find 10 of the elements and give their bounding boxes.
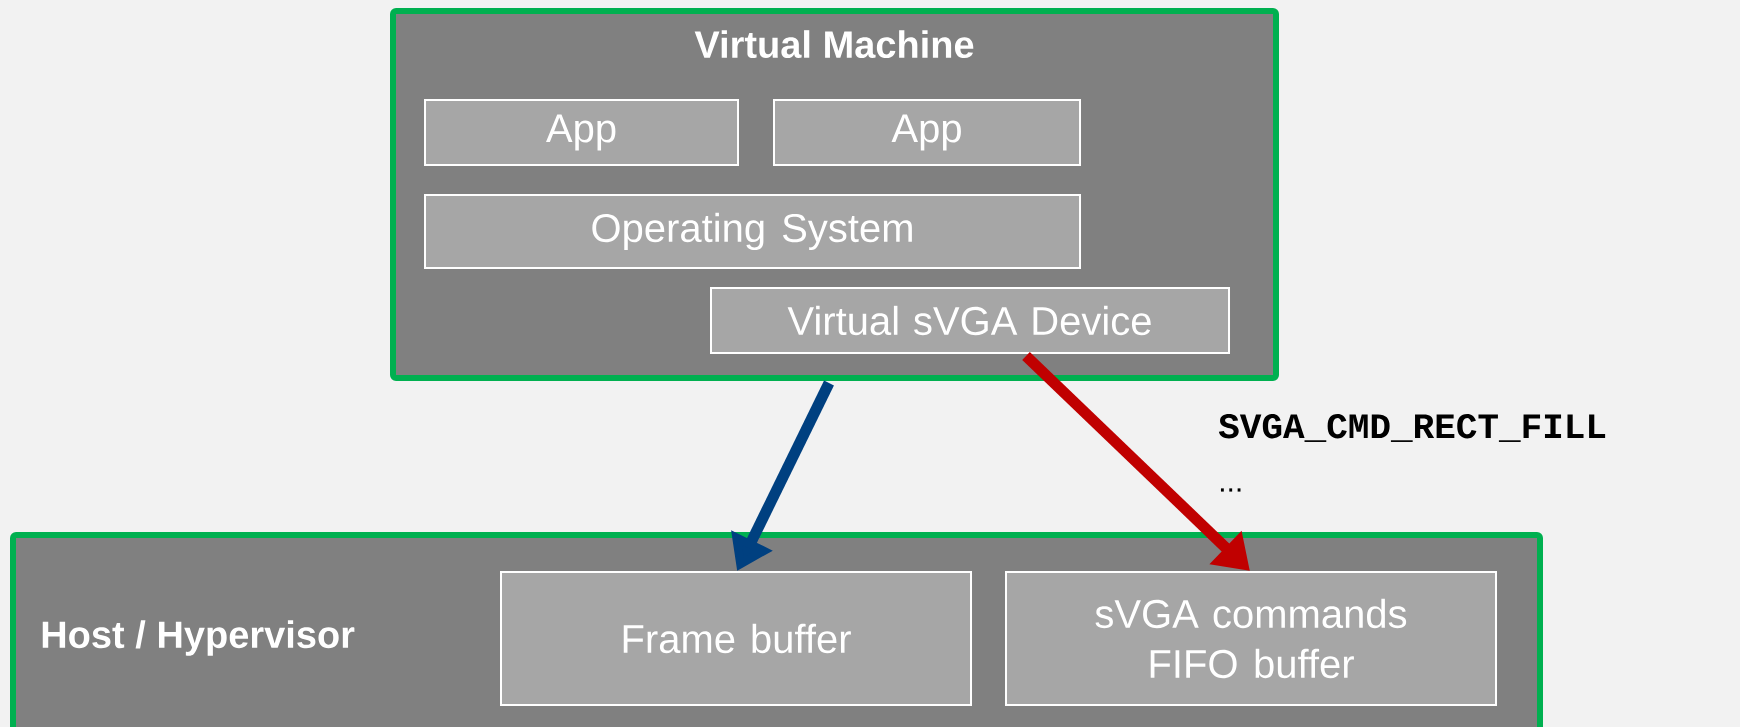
component-box: sVGA commands FIFO buffer xyxy=(1005,571,1497,706)
box-heading: Virtual Machine xyxy=(694,30,974,59)
command-label: SVGA_CMD_RECT_FILL xyxy=(1218,414,1606,442)
component-box: Frame buffer xyxy=(500,571,972,706)
component-box: App xyxy=(424,99,739,166)
ellipsis-label: ... xyxy=(1220,488,1241,492)
component-box: App xyxy=(773,99,1081,166)
component-box: Virtual sVGA Device xyxy=(710,287,1230,354)
component-box: Operating System xyxy=(424,194,1081,269)
box-heading: Host / Hypervisor xyxy=(42,620,355,656)
